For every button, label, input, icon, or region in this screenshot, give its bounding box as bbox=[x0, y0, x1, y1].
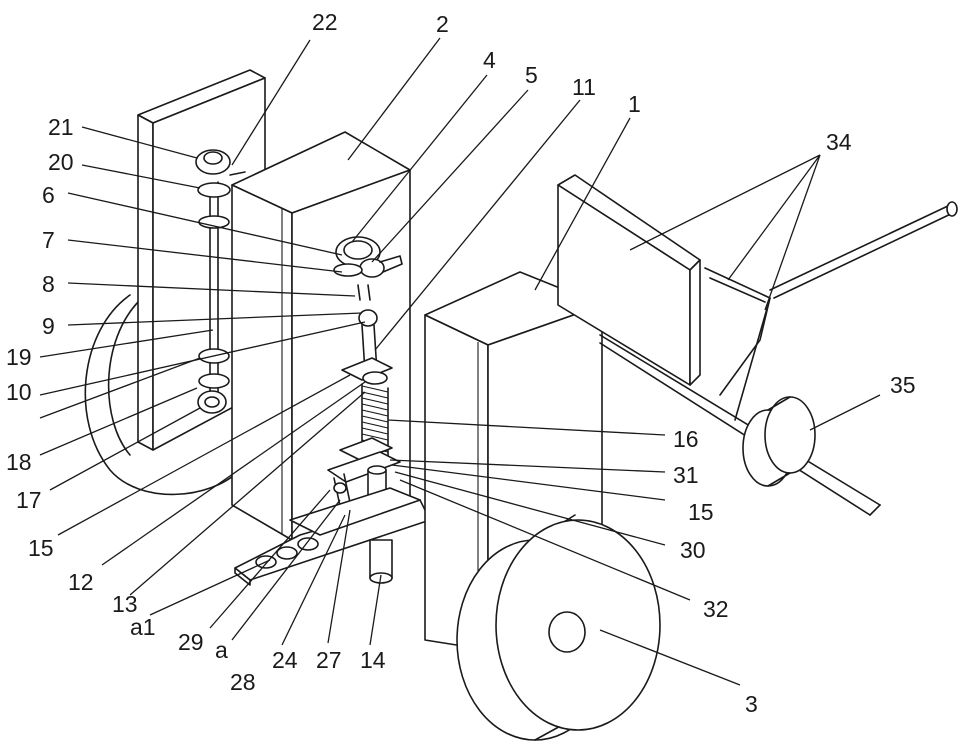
label-5: 5 bbox=[525, 62, 538, 88]
label-30: 30 bbox=[680, 537, 706, 563]
label-20: 20 bbox=[48, 149, 74, 175]
label-10: 10 bbox=[6, 379, 32, 405]
label-21: 21 bbox=[48, 114, 74, 140]
label-12: 12 bbox=[68, 569, 94, 595]
label-6: 6 bbox=[42, 182, 55, 208]
label-28: 28 bbox=[230, 669, 256, 695]
label-32: 32 bbox=[703, 596, 729, 622]
label-27: 27 bbox=[316, 647, 342, 673]
label-22: 22 bbox=[312, 9, 338, 35]
label-a1: a1 bbox=[130, 614, 156, 640]
label-14: 14 bbox=[360, 647, 386, 673]
label-31: 31 bbox=[673, 462, 699, 488]
label-24: 24 bbox=[272, 647, 298, 673]
label-34: 34 bbox=[826, 129, 852, 155]
label-35: 35 bbox=[890, 372, 916, 398]
label-4: 4 bbox=[483, 47, 496, 73]
label-15-right: 15 bbox=[688, 499, 714, 525]
label-8: 8 bbox=[42, 271, 55, 297]
label-19: 19 bbox=[6, 344, 32, 370]
label-11: 11 bbox=[572, 74, 596, 100]
label-a: a bbox=[215, 637, 228, 663]
label-9: 9 bbox=[42, 313, 55, 339]
label-15-left: 15 bbox=[28, 535, 54, 561]
label-17: 17 bbox=[16, 487, 42, 513]
label-2: 2 bbox=[436, 11, 449, 37]
label-3: 3 bbox=[745, 691, 758, 717]
label-29: 29 bbox=[178, 629, 204, 655]
label-7: 7 bbox=[42, 227, 55, 253]
label-18: 18 bbox=[6, 449, 32, 475]
label-16: 16 bbox=[673, 426, 699, 452]
label-1: 1 bbox=[628, 91, 641, 117]
